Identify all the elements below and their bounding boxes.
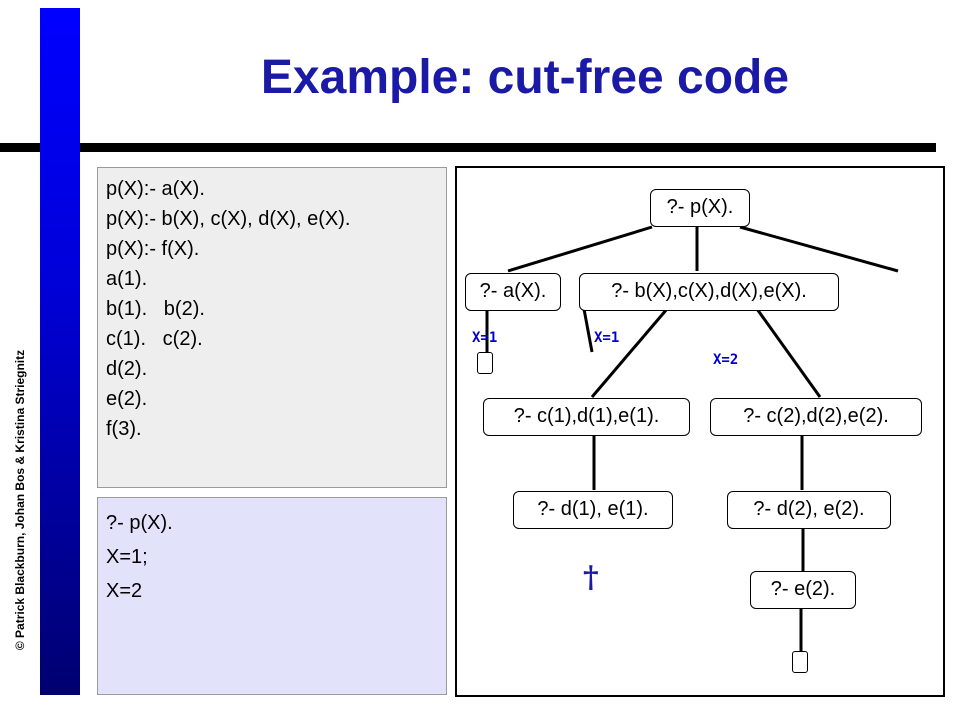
program-line: c(1). c(2). [106,328,203,350]
success-leaf [792,651,808,673]
edge-root-f [739,225,899,273]
success-leaf [477,352,493,374]
session-line: X=1; [106,546,148,568]
query-session: ?- p(X). X=1; X=2 [97,497,447,695]
tree-node-e2: ?- e(2). [750,571,856,609]
sidebar-bar [40,8,80,695]
edge-bcde-c2 [755,308,822,398]
edge-label-b-x1: X=1 [594,330,620,346]
program-line: e(2). [106,388,148,410]
title-rule-left [0,143,40,152]
edge-label-b-x2: X=2 [713,352,739,368]
edge-root-a [507,225,653,273]
program-line: p(X):- b(X), c(X), d(X), e(X). [106,208,351,230]
tree-node-c2: ?- c(2),d(2),e(2). [710,398,922,436]
edge-bcde-leaf [582,308,594,353]
tree-node-d1: ?- d(1), e(1). [513,491,673,529]
copyright-notice: © Patrick Blackburn, Johan Bos & Kristin… [13,349,27,651]
program-line: p(X):- f(X). [106,238,200,260]
tree-node-root: ?- p(X). [650,189,750,227]
tree-node-a: ?- a(X). [465,273,561,311]
tree-node-bcde: ?- b(X),c(X),d(X),e(X). [579,273,839,311]
title-rule [80,143,936,152]
session-line: X=2 [106,580,143,602]
program-line: p(X):- a(X). [106,178,205,200]
session-line: ?- p(X). [106,512,173,534]
search-tree: ?- p(X). ?- a(X). ?- b(X),c(X),d(X),e(X)… [455,166,945,697]
edge-label-a-x1: X=1 [472,330,498,346]
program-listing: p(X):- a(X). p(X):- b(X), c(X), d(X), e(… [97,167,447,488]
failure-dagger-icon: † [583,560,599,595]
edge-bcde-c1 [590,308,669,398]
tree-edges [485,225,899,651]
program-line: f(3). [106,418,142,440]
program-line: d(2). [106,358,148,380]
program-line: b(1). b(2). [106,298,205,320]
tree-node-d2: ?- d(2), e(2). [727,491,891,529]
tree-node-c1: ?- c(1),d(1),e(1). [483,398,690,436]
program-line: a(1). [106,268,148,290]
slide-title: Example: cut-free code [260,51,790,104]
